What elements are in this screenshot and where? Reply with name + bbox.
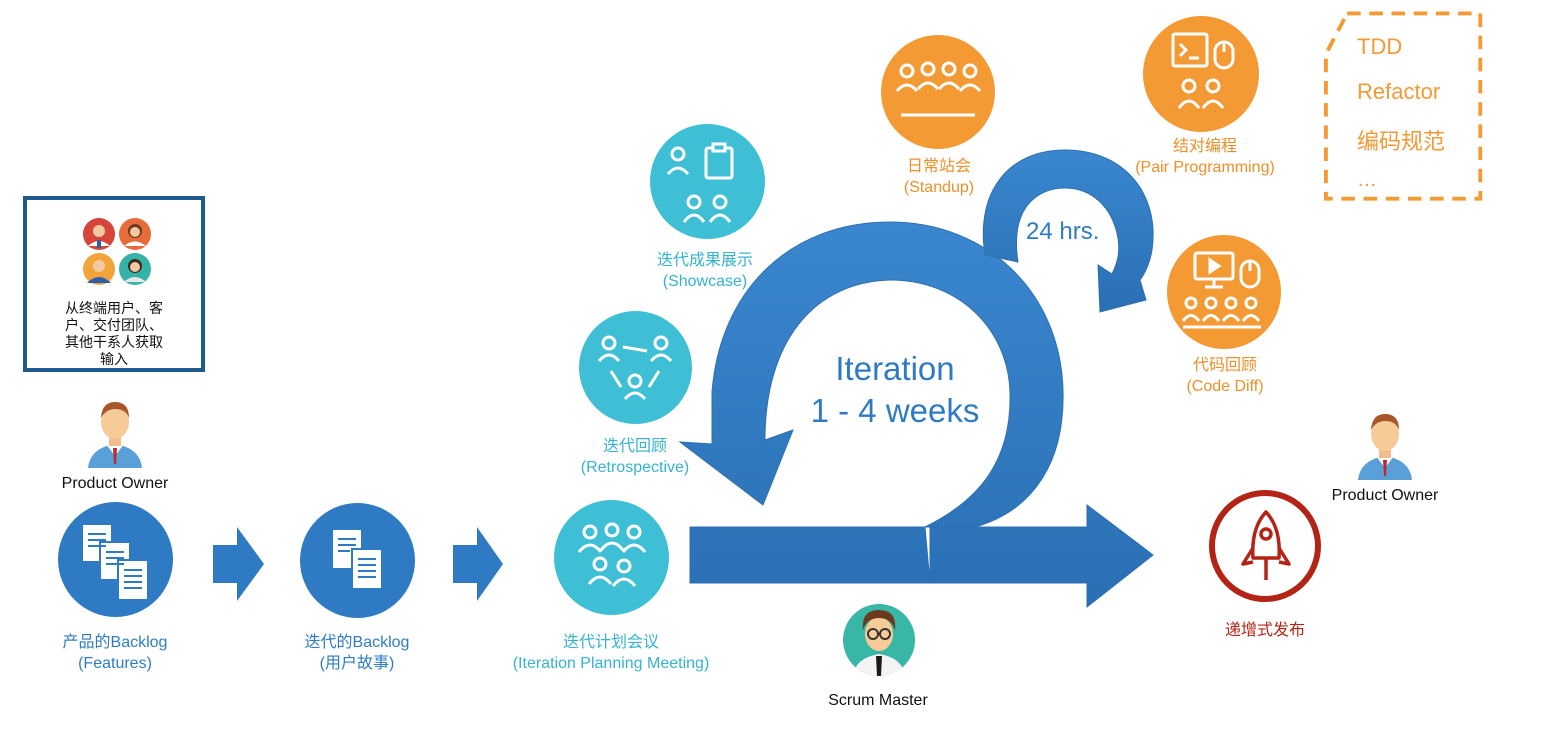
daily-loop-arrow [982,149,1154,313]
inputs-line: 户、交付团队、 [65,317,163,333]
flow-arrow-2 [453,527,503,601]
standup-subtitle: (Standup) [903,179,975,196]
product-owner-right-label: Product Owner [1331,487,1439,504]
planning-meeting-node [554,500,669,615]
practices-box [1324,11,1483,201]
person-avatar-red-icon [83,218,115,250]
iteration-backlog-title: 迭代的Backlog [304,634,410,651]
code-review-label: 代码回顾 (Code Diff) [1150,355,1300,397]
practice-coding-standard: 编码规范 [1357,129,1446,154]
code-review-subtitle: (Code Diff) [1186,378,1264,395]
standup-title: 日常站会 [906,158,971,175]
product-owner-left-label: Product Owner [61,475,169,492]
scrum-master-avatar-icon [853,610,905,676]
release-label: 递增式发布 [1224,622,1305,639]
people-network-icon [597,335,673,401]
planning-meeting-label: 迭代计划会议 (Iteration Planning Meeting) [500,632,722,674]
iteration-backlog-node [300,503,415,618]
showcase-title: 迭代成果展示 [656,252,753,269]
documents-icon [331,528,383,590]
pair-programming-title: 结对编程 [1172,138,1237,155]
standup-node [881,35,995,149]
pair-programming-node [1143,16,1259,132]
scrum-master-avatar [843,604,915,676]
pair-programming-subtitle: (Pair Programming) [1135,159,1275,176]
rocket-icon [1241,510,1291,580]
iteration-title: Iteration [835,350,955,387]
standup-people-icon [895,61,982,117]
scrum-master-label: Scrum Master [828,692,928,709]
flow-arrow-1 [213,527,264,601]
presentation-clipboard-icon [666,142,734,223]
iteration-backlog-subtitle: (用户故事) [319,655,395,672]
retrospective-node [579,311,692,424]
iteration-loop-arrow [678,221,1154,609]
release-node [1209,490,1321,602]
stakeholder-inputs-text: 从终端用户、客 户、交付团队、 其他干系人获取 输入 [27,300,201,368]
person-avatar-orange-icon [119,218,151,250]
person-avatar-teal-icon [119,253,151,285]
pair-programming-label: 结对编程 (Pair Programming) [1120,136,1290,178]
terminal-mouse-pair-icon [1171,32,1235,109]
retrospective-subtitle: (Retrospective) [580,459,690,476]
monitor-group-icon [1181,251,1261,329]
inputs-line: 从终端用户、客 [65,300,163,316]
iteration-duration: 1 - 4 weeks [810,392,980,429]
inputs-line: 其他干系人获取 [65,334,163,350]
iteration-backlog-label: 迭代的Backlog (用户故事) [282,632,432,674]
product-backlog-node [58,502,173,617]
stakeholder-inputs-box: 从终端用户、客 户、交付团队、 其他干系人获取 输入 [23,196,205,372]
practice-tdd: TDD [1357,34,1403,59]
team-meeting-icon [577,522,647,587]
code-review-node [1167,235,1281,349]
retrospective-label: 迭代回顾 (Retrospective) [560,436,710,478]
showcase-label: 迭代成果展示 (Showcase) [630,250,780,292]
planning-meeting-subtitle: (Iteration Planning Meeting) [512,655,710,672]
showcase-subtitle: (Showcase) [662,273,748,290]
code-review-title: 代码回顾 [1192,357,1257,374]
documents-stack-icon [81,523,149,601]
planning-meeting-title: 迭代计划会议 [562,634,659,651]
product-owner-avatar-icon [88,402,142,468]
person-avatar-blue-icon [83,253,115,285]
standup-label: 日常站会 (Standup) [864,156,1014,198]
inputs-line: 输入 [100,351,128,367]
showcase-node [650,124,765,239]
product-backlog-title: 产品的Backlog [62,634,168,651]
product-backlog-label: 产品的Backlog (Features) [40,632,190,674]
daily-cycle-label: 24 hrs. [1026,218,1100,245]
product-owner-avatar-icon [1358,414,1412,480]
practice-more: … [1357,169,1377,191]
iteration-duration-text: Iteration 1 - 4 weeks [790,348,1000,432]
practice-refactor: Refactor [1357,79,1441,104]
retrospective-title: 迭代回顾 [602,438,667,455]
product-backlog-subtitle: (Features) [78,655,152,672]
